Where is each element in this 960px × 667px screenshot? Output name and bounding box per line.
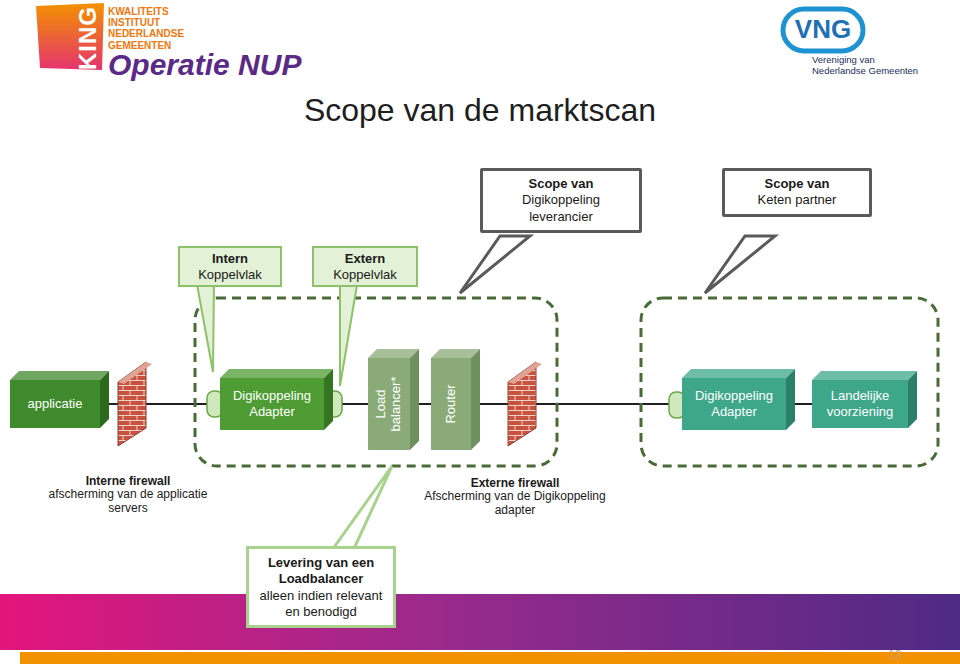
node-text: Landelijke voorziening [820, 388, 900, 419]
box-side-face [100, 371, 109, 428]
callout-tail [460, 236, 530, 293]
node-text: Digikoppeling Adapter [690, 388, 778, 419]
node-heading: Extern [320, 251, 410, 267]
adapter-box: Digikoppeling Adapter [682, 378, 786, 430]
scope-region [641, 298, 938, 466]
connector [471, 404, 682, 405]
callout-tail [340, 279, 358, 386]
firewall-note: afscherming van de applicatie servers [48, 488, 208, 516]
interface-callout: InternKoppelvlak [178, 246, 282, 287]
box-top-face [682, 369, 795, 378]
node-text: applicatie [28, 396, 83, 412]
loadbalancer-box: Load balancer* [368, 358, 410, 450]
node-text: Digikoppeling Adapter [228, 388, 316, 419]
node-text: Digikoppeling leverancier [491, 192, 631, 225]
note-callout: Levering van een Loadbalanceralleen indi… [246, 546, 396, 628]
node-heading: Levering van een Loadbalancer [255, 555, 387, 587]
logo-text: KING [74, 10, 102, 70]
box-side-face [908, 371, 917, 428]
node-text: Keten partner [733, 192, 861, 208]
node-heading: Scope van [491, 176, 631, 192]
slide-title: Scope van de marktscan [0, 92, 960, 129]
adapter-box: Digikoppeling Adapter [220, 378, 324, 430]
box-side-face [471, 349, 480, 450]
box-top-face [220, 369, 333, 378]
box-top-face [10, 371, 109, 380]
logo-subtitle: Vereniging van Nederlandse Gemeenten [812, 55, 927, 77]
router-box: Router [431, 358, 471, 450]
footer-band [20, 652, 960, 664]
node-text: Koppelvlak [320, 267, 410, 283]
box-top-face [812, 371, 917, 380]
vng-logo [783, 9, 863, 51]
scope-region [195, 298, 557, 466]
logo-text: KWALITEITS INSTITUUT NEDERLANDSE GEMEENT… [108, 6, 188, 51]
connector-line [471, 403, 682, 405]
firewall-label: Interne firewall [48, 474, 208, 488]
king-logo [36, 3, 104, 70]
node-text: Load balancer* [374, 364, 404, 444]
callout-tail [330, 466, 392, 553]
node-heading: Intern [186, 251, 274, 267]
application-box: applicatie [10, 380, 100, 428]
node-text: Koppelvlak [186, 267, 274, 283]
node-text: alleen indien relevant en benodigd [255, 588, 387, 620]
node-text: Router [444, 364, 459, 444]
national-service-box: Landelijke voorziening [812, 380, 908, 428]
scope-callout: Scope vanDigikoppeling leverancier [480, 168, 642, 233]
firewall [118, 362, 152, 384]
firewall-note: Afscherming van de Digikoppeling adapter [420, 490, 610, 518]
callout-tail [705, 236, 775, 293]
page-number: 13 [880, 648, 910, 662]
box-side-face [786, 369, 795, 430]
footer-band [0, 594, 960, 650]
interface-callout: ExternKoppelvlak [312, 246, 418, 287]
logo-text: VNG [783, 14, 863, 45]
logo-text: Operatie NUP [108, 48, 348, 82]
node-heading: Scope van [733, 176, 861, 192]
box-side-face [410, 349, 419, 450]
scope-callout: Scope vanKeten partner [722, 168, 872, 217]
box-side-face [324, 369, 333, 430]
callout-tail [196, 279, 214, 372]
firewall-label: Externe firewall [420, 476, 610, 490]
firewall [508, 362, 542, 384]
